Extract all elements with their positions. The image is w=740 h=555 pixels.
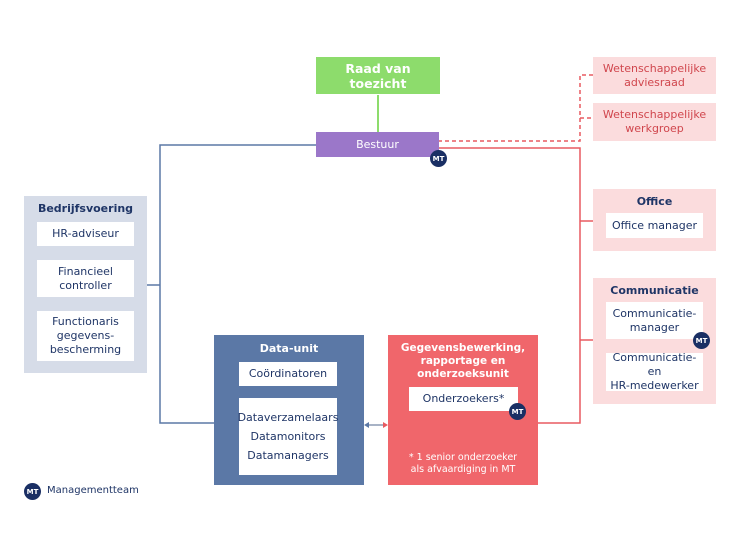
functionaris-line-3: bescherming: [49, 343, 122, 356]
communicatie-manager-box: Communicatie- manager: [606, 302, 703, 339]
datamanagers-label: Datamanagers: [247, 449, 329, 462]
footnote: * 1 senior onderzoeker als afvaardiging …: [388, 452, 538, 476]
mt-badge-bestuur: MT: [430, 150, 447, 167]
dataverzamelaars-label: Dataverzamelaars: [237, 411, 339, 424]
bedrijfsvoering-title: Bedrijfsvoering: [37, 202, 134, 215]
werkgroep-line-2: werkgroep: [625, 122, 684, 135]
wetenschappelijke-adviesraad-box: Wetenschappelijke adviesraad: [593, 57, 716, 94]
coordinatoren-box: Coördinatoren: [239, 362, 337, 386]
bestuur-dataunit-line: [159, 144, 316, 424]
legend-label: Managementteam: [47, 485, 139, 496]
mt-badge-communicatie: MT: [693, 332, 710, 349]
manager-line-1: Communicatie-: [612, 306, 697, 320]
advies-line-2: adviesraad: [624, 75, 685, 89]
arrow-right: [383, 422, 388, 428]
bestuur-label: Bestuur: [356, 137, 399, 151]
arrow-left: [364, 422, 369, 428]
office-manager-box: Office manager: [606, 213, 703, 238]
footnote-line-1: * 1 senior onderzoeker: [408, 452, 518, 463]
communicatie-title: Communicatie: [610, 284, 699, 297]
gegevens-title-line-2: rapportage en: [420, 355, 506, 367]
wetenschappelijke-werkgroep-box: Wetenschappelijke werkgroep: [593, 103, 716, 141]
financieel-line-1: Financieel: [58, 264, 113, 278]
gegevens-title-line-1: Gegevensbewerking,: [400, 342, 526, 354]
financieel-controller-box: Financieel controller: [37, 260, 134, 297]
communicatie-medewerker-box: Communicatie- en HR-medewerker: [606, 351, 703, 392]
hr-adviseur-box: HR-adviseur: [37, 222, 134, 246]
advies-dashed-line: [438, 74, 593, 142]
manager-line-2: manager: [629, 320, 680, 334]
functionaris-line-1: Functionaris: [52, 315, 119, 328]
raad-van-toezicht-box: Raad van toezicht: [316, 57, 440, 94]
functionaris-box: Functionaris gegevens- bescherming: [37, 311, 134, 361]
mt-badge-onderzoekers: MT: [509, 403, 526, 420]
raad-label: Raad van toezicht: [345, 60, 411, 91]
werkgroep-line-1: Wetenschappelijke: [602, 108, 707, 121]
data-unit-title: Data-unit: [259, 342, 319, 355]
bestuur-gegevens-line: [438, 147, 581, 424]
datamonitors-label: Datamonitors: [250, 430, 326, 443]
mt-badge-legend: MT: [24, 483, 41, 500]
advies-line-1: Wetenschappelijke: [602, 61, 707, 75]
gegevens-title-line-3: onderzoeksunit: [417, 368, 509, 380]
gegevensbewerking-title: Gegevensbewerking, rapportage en onderzo…: [388, 342, 538, 381]
bestuur-box: Bestuur: [316, 132, 439, 157]
office-title: Office: [636, 195, 673, 208]
data-team-box: Dataverzamelaars Datamonitors Datamanage…: [237, 398, 339, 475]
office-panel: Office Office manager: [593, 189, 716, 251]
footnote-line-2: als afvaardiging in MT: [410, 464, 516, 475]
gegevensbewerking-panel: Gegevensbewerking, rapportage en onderzo…: [388, 335, 538, 485]
financieel-line-2: controller: [59, 278, 112, 292]
bedrijfsvoering-panel: Bedrijfsvoering HR-adviseur Financieel c…: [24, 196, 147, 373]
onderzoekers-box: Onderzoekers*: [409, 387, 518, 411]
functionaris-line-2: gegevens-: [56, 329, 115, 342]
data-unit-panel: Data-unit Coördinatoren Dataverzamelaars…: [214, 335, 364, 485]
medewerker-line-2: HR-medewerker: [610, 379, 699, 392]
medewerker-line-1: Communicatie- en: [612, 351, 697, 378]
